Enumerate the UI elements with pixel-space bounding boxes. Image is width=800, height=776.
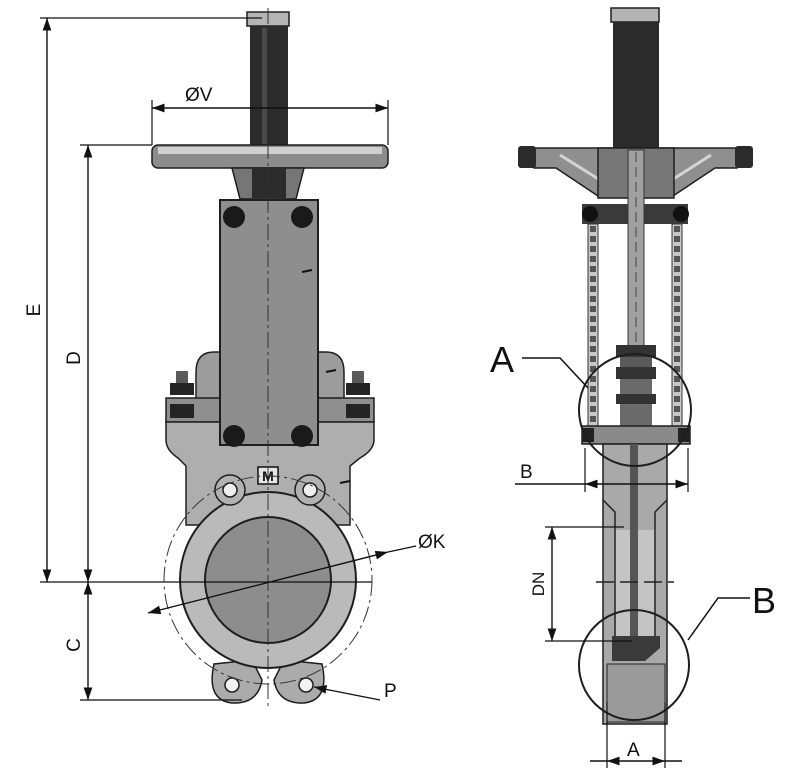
yoke-bolt-right [673,206,689,222]
bonnet-flange [581,425,691,445]
dim-p-label: P [384,681,397,702]
port-line-right [654,499,668,638]
bolt-nut-bottom [346,404,370,418]
side-view: A B B DN A [490,7,776,768]
dim-a-label: A [627,740,640,761]
port-line-left [602,499,616,638]
yoke-bolt-bottom-right [291,425,313,447]
stem-highlight [262,28,267,146]
yoke-bolt-top-right [291,206,313,228]
bolt-nut-top [170,383,194,395]
dim-k-line [147,550,389,615]
handwheel-end-left [518,146,536,168]
knife-gate [630,444,638,652]
body-lower [606,663,666,723]
gland-washer [620,357,652,367]
yoke [219,199,319,446]
dim-k-leader [387,545,417,553]
handwheel-end-right [735,146,753,168]
yoke-bolt-top-left [223,206,245,228]
stem [613,22,659,150]
body-mark [339,480,351,484]
dim-b-label: B [520,462,533,483]
dim-v-label: ØV [185,85,213,106]
dim-p-leader [313,685,381,701]
right-gland-bolt [346,371,370,418]
front-view: M E D C ØV ØK P [24,8,446,706]
dim-c-label: C [64,638,85,652]
detail-a-label: A [490,339,514,380]
bottom-lug-hole-left [224,677,240,693]
bonnet-nut-left [582,428,594,442]
yoke-bolt-left [582,206,598,222]
handwheel-plate-top [158,147,382,154]
gland-nut-2 [616,367,656,379]
bottom-lug-right [273,659,325,704]
hub-stem [252,168,286,198]
gland-nut-3 [616,394,656,404]
left-gland-bolt [170,371,194,418]
bolt-tip [176,371,188,384]
stem [250,26,288,150]
dim-k-label: ØK [418,532,446,553]
dim-d-label: D [64,351,85,365]
bolt-tip [352,371,364,384]
gland-mark [325,369,337,373]
stem-cap [610,7,660,23]
detail-b-leader [687,597,750,641]
yoke-bolt-bottom-left [223,425,245,447]
dim-dn-label: DN [529,572,548,597]
top-lug-hole-left [222,482,238,498]
top-lug-hole-right [302,482,318,498]
bottom-lug-hole-right [298,677,314,693]
bolt-nut-top [346,383,370,395]
bolt-nut-bottom [170,404,194,418]
detail-a-circle [578,353,692,467]
yoke-mark [301,269,313,273]
dim-e-label: E [24,304,45,317]
detail-b-circle [578,609,690,721]
detail-b-label: B [752,580,776,621]
gate-seat [612,636,660,661]
detail-a-leader [522,357,589,389]
